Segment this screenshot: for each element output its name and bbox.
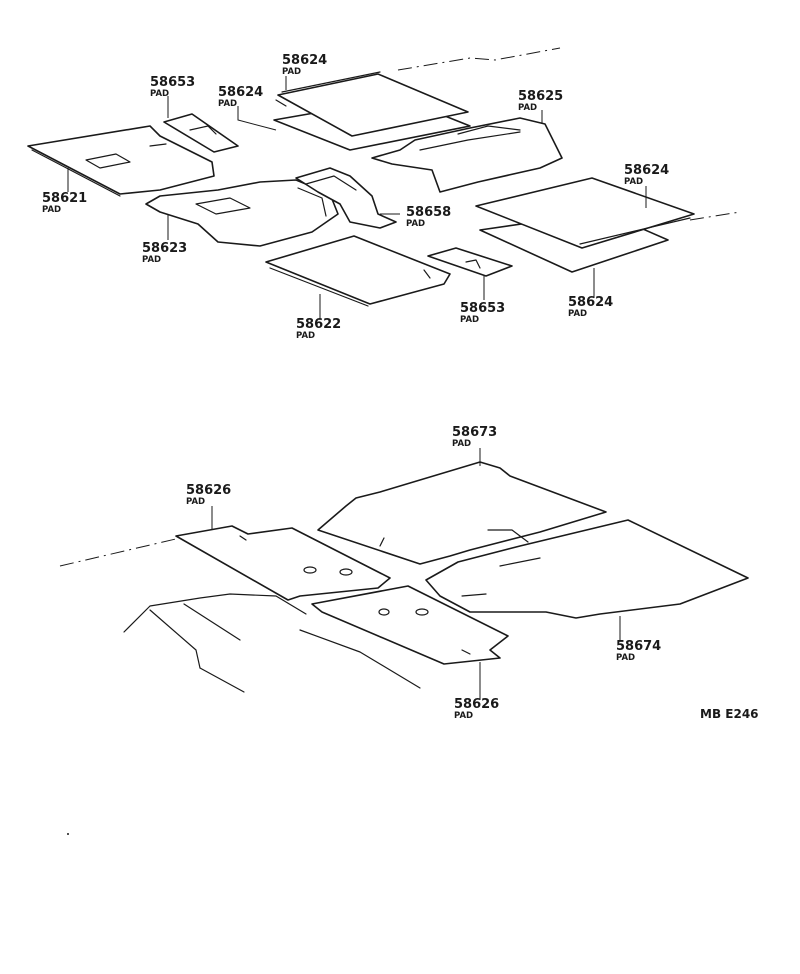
pad-58658 — [295, 167, 397, 229]
callout-58673-label: PAD — [452, 439, 471, 449]
leader-lines — [67, 76, 647, 700]
callout-58621-label: PAD — [42, 205, 61, 215]
callout-58624-label: PAD — [624, 177, 643, 187]
callout-58674-number: 58674 — [616, 639, 661, 654]
callout-58626-number: 58626 — [454, 697, 499, 712]
callout-58658-number: 58658 — [406, 205, 451, 220]
pad-58626-lower — [311, 585, 509, 665]
pad-58623 — [145, 179, 339, 247]
callout-58673-number: 58673 — [452, 425, 497, 440]
callout-58653-number: 58653 — [460, 301, 505, 316]
centerline-top — [397, 47, 561, 71]
scan-dot — [67, 833, 69, 835]
pad-58653-upper — [163, 113, 239, 153]
callout-58622-label: PAD — [296, 331, 315, 341]
callout-58621-number: 58621 — [42, 191, 87, 206]
callout-58626-number: 58626 — [186, 483, 231, 498]
pad-58624-top — [273, 71, 471, 151]
callout-58624-number: 58624 — [282, 53, 327, 68]
callout-58625-label: PAD — [518, 103, 537, 113]
pad-58622 — [265, 235, 451, 307]
callout-58625-number: 58625 — [518, 89, 563, 104]
callout-58674-label: PAD — [616, 653, 635, 663]
callout-58624-number: 58624 — [624, 163, 669, 178]
pad-58626-upper — [175, 525, 391, 601]
callout-58624-label: PAD — [282, 67, 301, 77]
callout-58653-label: PAD — [150, 89, 169, 99]
floor-outline — [123, 593, 421, 693]
pad-58624-right — [475, 177, 695, 273]
centerline-right — [689, 211, 741, 221]
callout-58624-number: 58624 — [218, 85, 263, 100]
pad-58673 — [317, 461, 607, 565]
callout-58653-number: 58653 — [150, 75, 195, 90]
callout-58623-number: 58623 — [142, 241, 187, 256]
callout-58626-label: PAD — [186, 497, 205, 507]
callout-58653-label: PAD — [460, 315, 479, 325]
callout-58622-number: 58622 — [296, 317, 341, 332]
callout-58624-label: PAD — [218, 99, 237, 109]
centerline-bottom — [59, 537, 181, 567]
pad-58653-lower — [427, 247, 513, 277]
pad-58621 — [27, 125, 215, 197]
callout-58626-label: PAD — [454, 711, 473, 721]
callout-58623-label: PAD — [142, 255, 161, 265]
callout-58624-label: PAD — [568, 309, 587, 319]
diagram-code: MB E246 — [700, 707, 759, 721]
pad-58674 — [425, 519, 749, 619]
callout-58658-label: PAD — [406, 219, 425, 229]
callout-58624-number: 58624 — [568, 295, 613, 310]
pad-58625 — [371, 117, 563, 193]
